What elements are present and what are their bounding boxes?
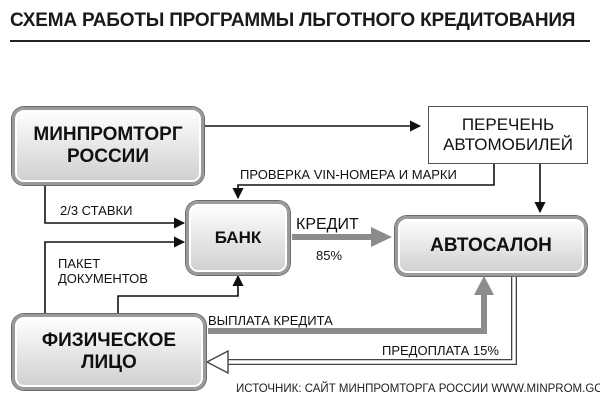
arrow-prepayment (226, 276, 516, 364)
label-vin-check: ПРОВЕРКА VIN-НОМЕРА И МАРКИ (240, 167, 457, 182)
arrow-list-to-bank (232, 163, 495, 200)
label-two-thirds-rate: 2/3 СТАВКИ (60, 203, 133, 218)
arrow-docs-left-to-bank (44, 236, 186, 315)
arrow-credit-head (371, 227, 392, 247)
source-note: ИСТОЧНИК: САЙТ МИНПРОМТОРГА РОССИИ WWW.M… (236, 383, 600, 395)
arrow-loan-payment (208, 294, 487, 334)
label-prepayment: ПРЕДОПЛАТА 15% (382, 343, 499, 358)
title-divider (10, 40, 590, 42)
label-loan-payment: ВЫПЛАТА КРЕДИТА (208, 313, 333, 328)
arrow-loan-payment-head (474, 276, 494, 295)
page-title: СХЕМА РАБОТЫ ПРОГРАММЫ ЛЬГОТНОГО КРЕДИТО… (10, 10, 576, 31)
label-documents: ПАКЕТ ДОКУМЕНТОВ (58, 256, 148, 286)
node-car-dealer: АВТОСАЛОН (395, 216, 587, 276)
node-minpromtorg: МИНПРОМТОРГ РОССИИ (12, 107, 204, 185)
arrow-minpromtorg-to-bank (44, 185, 186, 229)
arrow-docs-up-to-bank (117, 274, 244, 315)
node-individual: ФИЗИЧЕСКОЕ ЛИЦО (12, 314, 206, 390)
label-credit: КРЕДИТ (296, 216, 359, 233)
label-credit-percent: 85% (316, 248, 343, 263)
node-car-list: ПЕРЕЧЕНЬ АВТОМОБИЛЕЙ (428, 106, 588, 164)
node-bank: БАНК (186, 201, 290, 275)
arrow-prepayment-head (205, 349, 229, 375)
